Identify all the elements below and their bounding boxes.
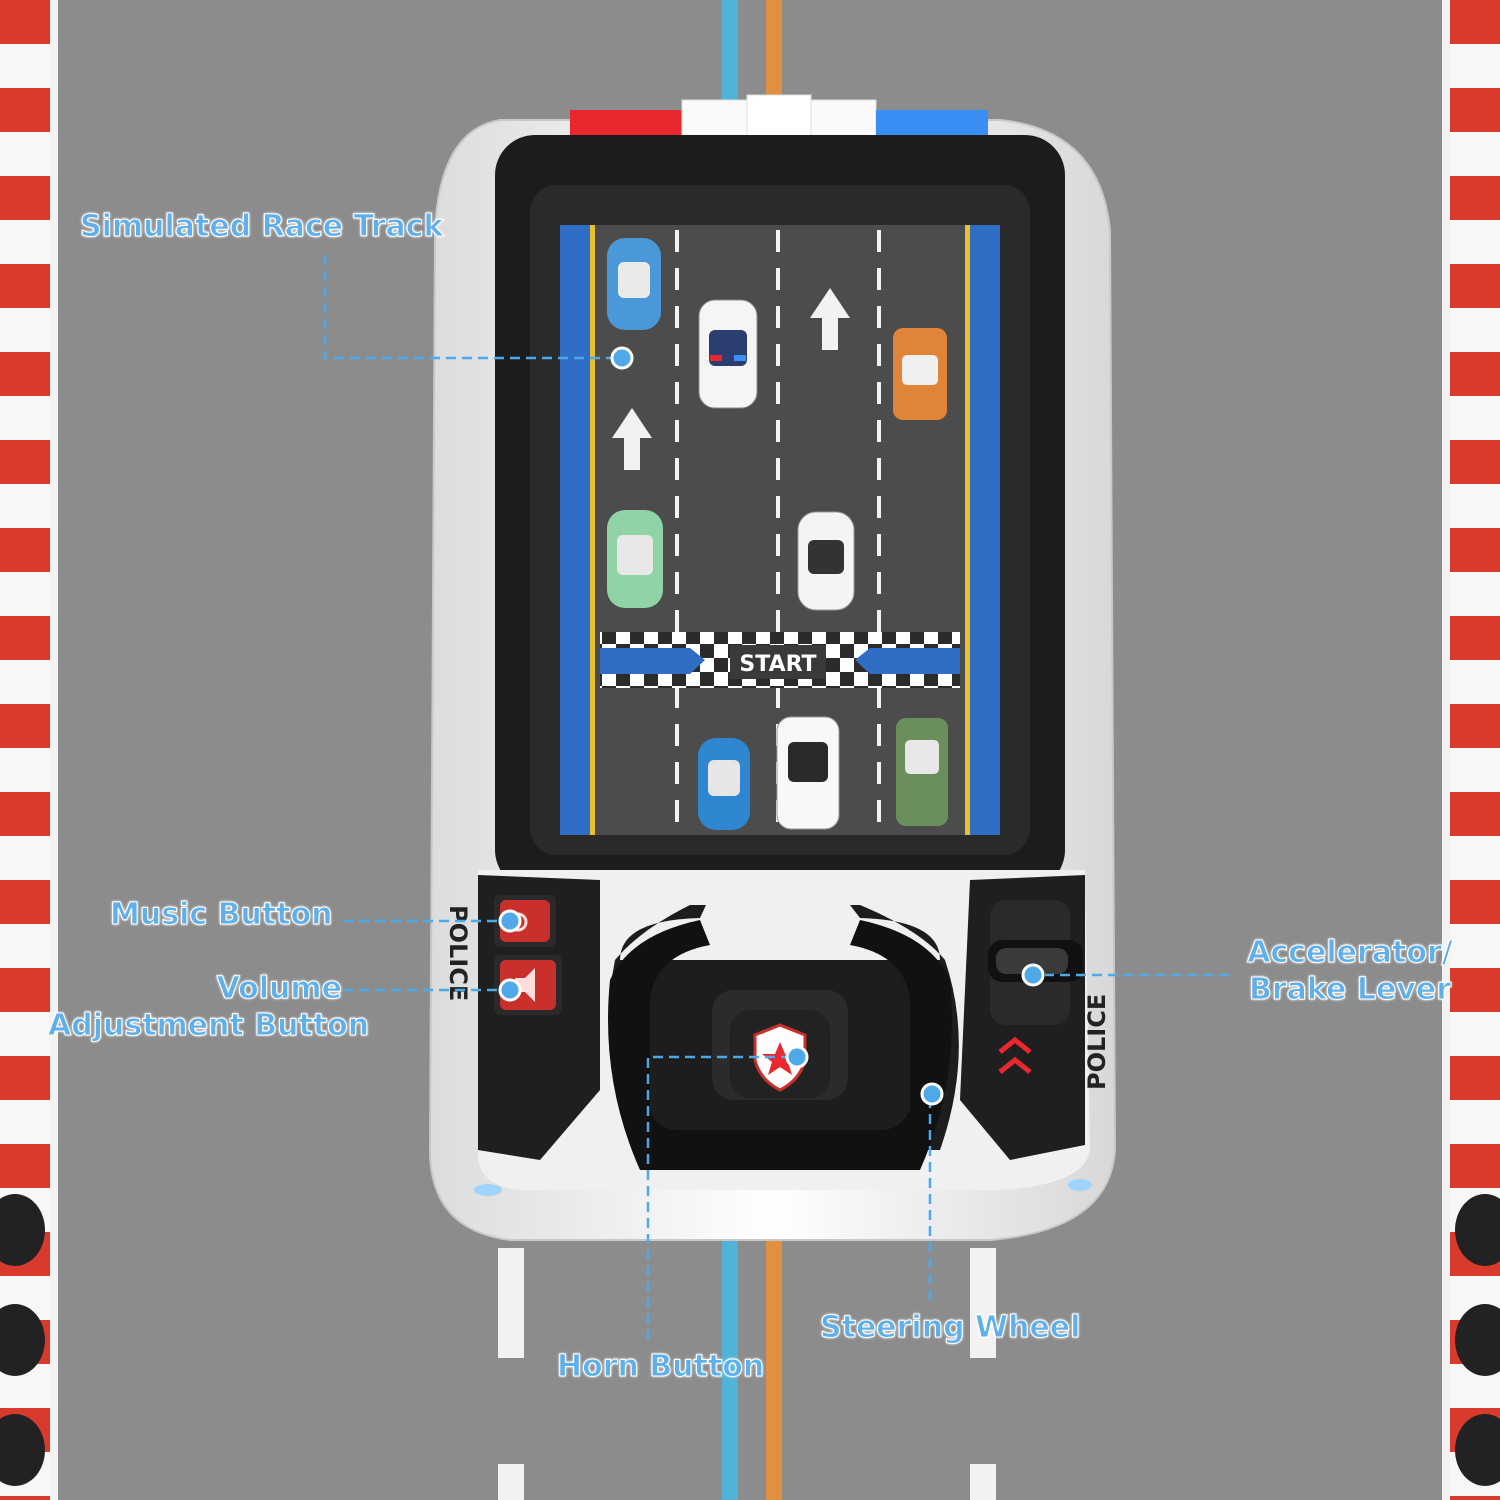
track-car-police <box>698 299 758 409</box>
tire-stack-left <box>0 1194 45 1486</box>
star-icon <box>762 1042 798 1075</box>
label-steering-wheel: Steering Wheel <box>819 1310 1081 1346</box>
curb-left <box>0 0 50 1500</box>
label-simulated-race-track: Simulated Race Track <box>80 209 445 245</box>
track-car-orange <box>893 328 947 420</box>
track-car-green-bottom <box>896 718 948 826</box>
lane-dashes <box>498 1248 996 1500</box>
track-car-blue-bottom <box>698 738 750 830</box>
start-banner: START <box>739 652 816 677</box>
curb-right <box>1450 0 1500 1500</box>
horn-button[interactable] <box>730 1010 830 1098</box>
label-accelerator-brake-lever: Accelerator/ Brake Lever <box>1247 935 1454 1008</box>
track-car-white-bottom <box>776 716 840 830</box>
track-arrow <box>810 288 850 350</box>
track-car-white <box>797 511 855 611</box>
police-car-toy: START POLICE POLICE <box>428 94 1117 1241</box>
label-horn-button: Horn Button <box>556 1349 765 1385</box>
track-car-green <box>607 510 663 608</box>
accelerator-brake-lever[interactable] <box>988 900 1083 1025</box>
leader-lines <box>323 255 1230 1340</box>
side-text-left: POLICE <box>444 905 472 1001</box>
side-text-right: POLICE <box>1083 994 1111 1090</box>
track-arrow <box>612 408 652 470</box>
chevron-up-icon <box>998 1036 1032 1054</box>
label-music-button: Music Button <box>110 897 333 933</box>
track-car-blue-top <box>607 238 661 330</box>
leader-dots <box>498 346 1045 1106</box>
tire-stack-right <box>1455 1194 1500 1486</box>
label-volume-adjustment-button: Volume Adjustment Button <box>48 971 370 1044</box>
